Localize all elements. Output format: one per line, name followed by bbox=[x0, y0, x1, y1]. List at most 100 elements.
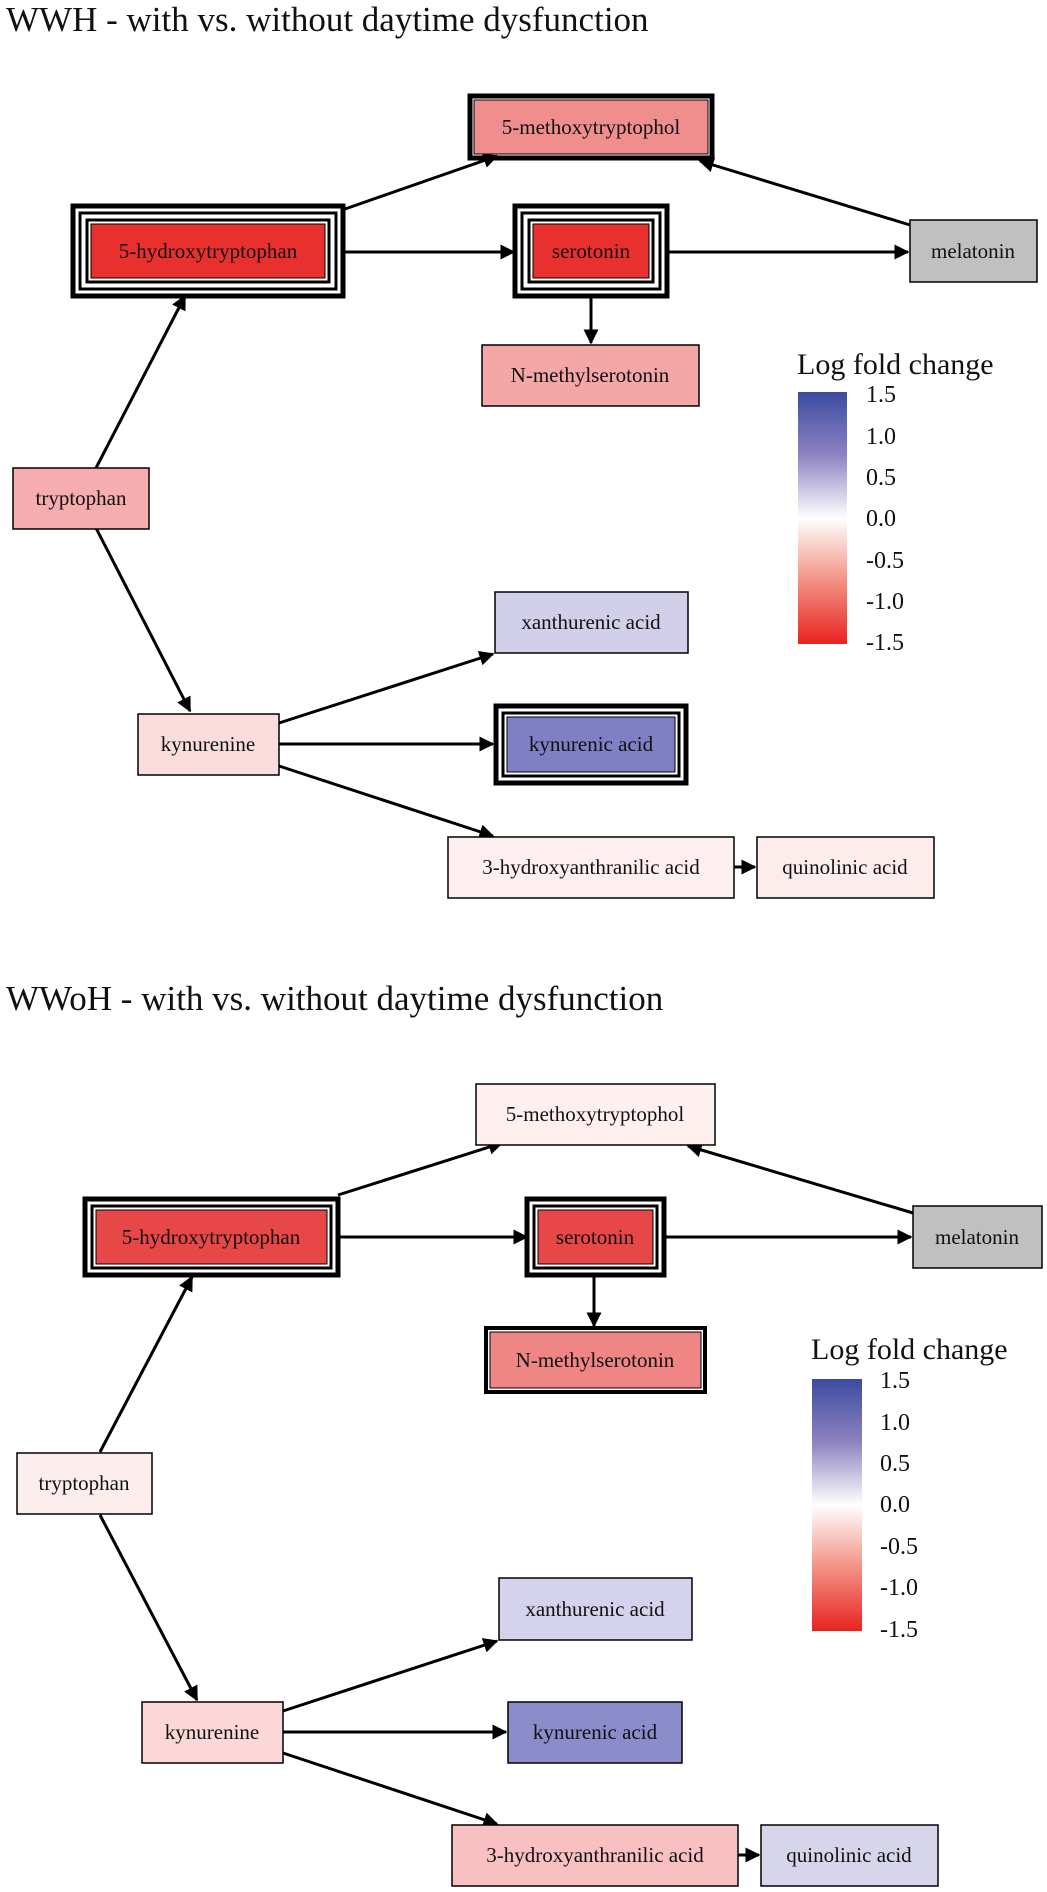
edge-tryptophan-to-5htp bbox=[94, 294, 187, 469]
node-label: quinolinic acid bbox=[782, 855, 908, 879]
node-label: melatonin bbox=[931, 239, 1015, 263]
edge-kynurenine-to-3-hydroxyanthranilic-acid bbox=[282, 1751, 499, 1827]
node-box bbox=[481, 344, 700, 407]
node-label: 5-hydroxytryptophan bbox=[122, 1225, 301, 1249]
edge-5htp-to-5-methoxytryptophol bbox=[344, 153, 499, 211]
node-quinolinic-acid: quinolinic acid bbox=[760, 1824, 939, 1887]
node-label: 5-methoxytryptophol bbox=[502, 115, 681, 139]
node-kynurenic-acid: kynurenic acid bbox=[507, 1701, 683, 1764]
panel-wwoh: WWoH - with vs. without daytime dysfunct… bbox=[6, 979, 1043, 1887]
node-box bbox=[447, 836, 735, 899]
panel-wwh: WWH - with vs. without daytime dysfuncti… bbox=[6, 0, 1038, 899]
significance-border bbox=[467, 93, 715, 161]
node-box bbox=[451, 1824, 739, 1887]
node-box bbox=[756, 836, 935, 899]
node-label: 3-hydroxyanthranilic acid bbox=[482, 855, 700, 879]
edges bbox=[98, 1139, 914, 1863]
node-label: tryptophan bbox=[36, 486, 127, 510]
node-box bbox=[473, 99, 709, 155]
legend-tick: 0.0 bbox=[880, 1492, 910, 1518]
node-box bbox=[137, 713, 280, 776]
significance-border-middle bbox=[78, 211, 338, 291]
node-tryptophan: tryptophan bbox=[16, 1452, 153, 1515]
node-xanthurenic-acid: xanthurenic acid bbox=[498, 1577, 693, 1641]
node-5-methoxytryptophol: 5-methoxytryptophol bbox=[467, 93, 715, 161]
significance-border bbox=[484, 1326, 707, 1394]
node-n-methylserotonin: N-methylserotonin bbox=[481, 344, 700, 407]
legend-tick: 1.0 bbox=[880, 1410, 910, 1436]
legend-tick: -0.5 bbox=[866, 548, 904, 574]
node-label: 3-hydroxyanthranilic acid bbox=[486, 1843, 704, 1867]
node-label: melatonin bbox=[935, 1225, 1019, 1249]
significance-border-inner bbox=[501, 711, 681, 778]
node-box bbox=[95, 1209, 328, 1265]
node-box bbox=[90, 223, 326, 279]
node-label: xanthurenic acid bbox=[525, 1597, 665, 1621]
node-label: kynurenine bbox=[161, 732, 255, 756]
node-box bbox=[537, 1209, 654, 1265]
edges bbox=[94, 153, 911, 875]
node-label: kynurenic acid bbox=[529, 732, 654, 756]
node-quinolinic-acid: quinolinic acid bbox=[756, 836, 935, 899]
node-box bbox=[12, 467, 150, 530]
node-label: xanthurenic acid bbox=[521, 610, 661, 634]
node-box bbox=[475, 1083, 716, 1146]
node-box bbox=[498, 1577, 693, 1641]
panel-title: WWH - with vs. without daytime dysfuncti… bbox=[6, 0, 649, 39]
node-box bbox=[494, 591, 689, 654]
edge-tryptophan-to-kynurenine bbox=[98, 1514, 199, 1702]
node-n-methylserotonin: N-methylserotonin bbox=[484, 1326, 707, 1394]
node-3-hydroxyanthranilic-acid: 3-hydroxyanthranilic acid bbox=[451, 1824, 739, 1887]
node-melatonin: melatonin bbox=[909, 219, 1038, 283]
legend-tick: -1.0 bbox=[866, 589, 904, 615]
edge-melatonin-to-5-methoxytryptophol bbox=[698, 157, 911, 227]
node-box bbox=[489, 1331, 702, 1389]
node-serotonin: serotonin bbox=[512, 203, 670, 299]
legend-colorbar bbox=[812, 1379, 862, 1631]
node-kynurenic-acid: kynurenic acid bbox=[493, 703, 689, 786]
significance-border-outer bbox=[493, 703, 689, 786]
edge-kynurenine-to-xanthurenic-acid bbox=[278, 651, 495, 725]
node-box bbox=[507, 1701, 683, 1764]
node-tryptophan: tryptophan bbox=[12, 467, 150, 530]
legend-tick: 0.5 bbox=[866, 465, 896, 491]
node-label: N-methylserotonin bbox=[516, 1348, 675, 1372]
node-label: 5-methoxytryptophol bbox=[506, 1102, 685, 1126]
node-kynurenine: kynurenine bbox=[137, 713, 280, 776]
node-box bbox=[141, 1701, 284, 1764]
significance-border-outer bbox=[512, 203, 670, 299]
node-label: tryptophan bbox=[39, 1471, 130, 1495]
legend-colorbar bbox=[798, 392, 847, 644]
node-box bbox=[912, 1205, 1043, 1269]
legend-tick: 0.0 bbox=[866, 506, 896, 532]
significance-border-inner bbox=[90, 1204, 333, 1270]
node-5-methoxytryptophol: 5-methoxytryptophol bbox=[475, 1083, 716, 1146]
node-kynurenine: kynurenine bbox=[141, 1701, 284, 1764]
node-5-hydroxytryptophan: 5-hydroxytryptophan bbox=[82, 1196, 341, 1278]
significance-border-inner bbox=[85, 218, 331, 284]
significance-border-inner bbox=[527, 218, 655, 284]
significance-border-outer bbox=[524, 1196, 667, 1278]
node-serotonin: serotonin bbox=[524, 1196, 667, 1278]
legend-tick: -0.5 bbox=[880, 1534, 918, 1560]
legend-tick: 1.5 bbox=[866, 382, 896, 408]
node-label: serotonin bbox=[556, 1225, 635, 1249]
panel-title: WWoH - with vs. without daytime dysfunct… bbox=[6, 979, 663, 1018]
node-label: kynurenic acid bbox=[533, 1720, 658, 1744]
node-label: kynurenine bbox=[165, 1720, 259, 1744]
node-box bbox=[16, 1452, 153, 1515]
node-5-hydroxytryptophan: 5-hydroxytryptophan bbox=[70, 203, 346, 299]
significance-border-outer bbox=[82, 1196, 341, 1278]
legend-tick: 0.5 bbox=[880, 1451, 910, 1477]
significance-border-outer bbox=[70, 203, 346, 299]
edge-melatonin-to-5-methoxytryptophol bbox=[686, 1142, 914, 1215]
legend-tick: -1.0 bbox=[880, 1575, 918, 1601]
node-3-hydroxyanthranilic-acid: 3-hydroxyanthranilic acid bbox=[447, 836, 735, 899]
node-melatonin: melatonin bbox=[912, 1205, 1043, 1269]
legend-title: Log fold change bbox=[797, 348, 994, 381]
legend-tick: -1.5 bbox=[866, 630, 904, 656]
legend: Log fold change 1.5 1.0 0.5 0.0 -0.5 -1.… bbox=[797, 348, 994, 656]
node-label: serotonin bbox=[552, 239, 631, 263]
node-box bbox=[760, 1824, 939, 1887]
